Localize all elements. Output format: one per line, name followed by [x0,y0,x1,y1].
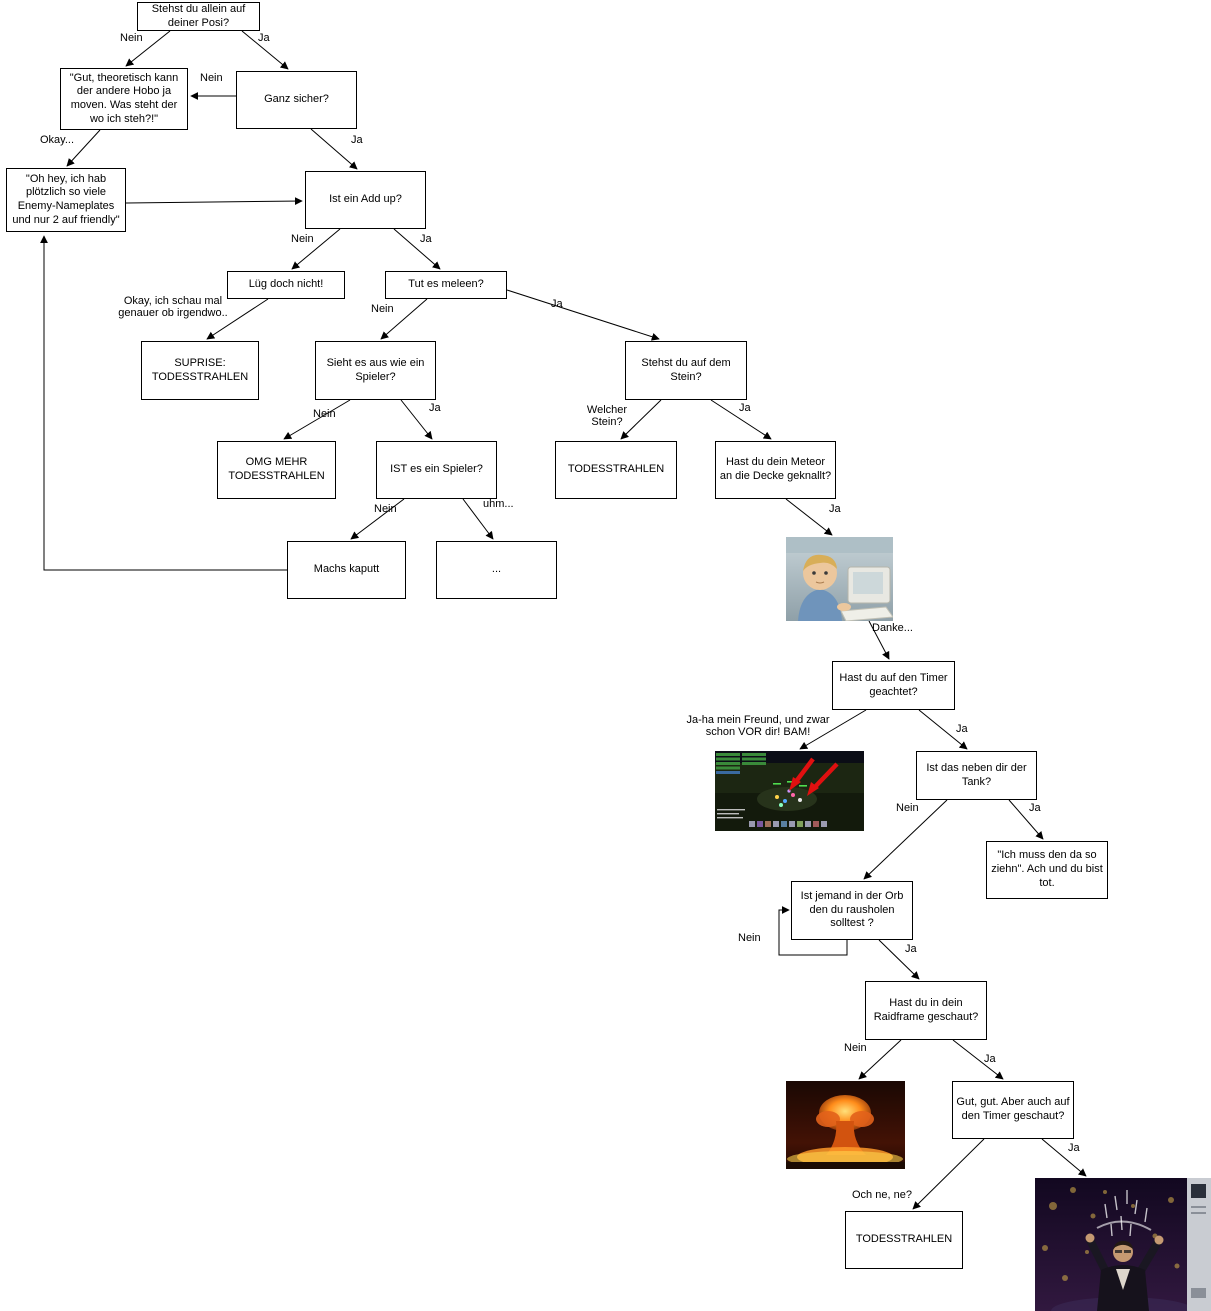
edge-label-ja: Ja [420,233,432,245]
node-todesstrahlen-stein: TODESSTRAHLEN [555,441,677,499]
edge-label-nein: Nein [313,408,336,420]
node-suprise-todesstrahlen: SUPRISE: TODESSTRAHLEN [141,341,259,400]
edge-label-ja: Ja [905,943,917,955]
node-timer-geachtet: Hast du auf den Timer geachtet? [832,661,955,710]
edge-label-ja: Ja [956,723,968,735]
edge-label-ja: Ja [829,503,841,515]
node-neben-dir-tank: Ist das neben dir der Tank? [916,751,1037,800]
node-stehst-auf-dem-stein: Stehst du auf dem Stein? [625,341,747,400]
edge-label-danke: Danke... [872,622,913,634]
kid-computer-meme-image [786,537,893,621]
edge-label-nein: Nein [738,932,761,944]
edge-label-nein: Nein [371,303,394,315]
node-ganz-sicher: Ganz sicher? [236,71,357,129]
edge-label-ja: Ja [1068,1142,1080,1154]
node-jemand-in-orb: Ist jemand in der Orb den du rausholen s… [791,881,913,940]
node-enemy-nameplates: "Oh hey, ich hab plötzlich so viele Enem… [6,168,126,232]
edge-label-nein: Nein [844,1042,867,1054]
node-raidframe-geschaut: Hast du in dein Raidframe geschaut? [865,981,987,1040]
edge-label-ja: Ja [351,134,363,146]
edge-label-nein: Nein [896,802,919,814]
edge-label-ja: Ja [258,32,270,44]
edge-label-nein: Nein [374,503,397,515]
node-omg-mehr-todesstrahlen: OMG MEHR TODESSTRAHLEN [217,441,336,499]
edge-label-nein: Nein [291,233,314,245]
edge-label-ja: Ja [429,402,441,414]
node-ist-ein-add-up: Ist ein Add up? [305,171,426,229]
node-meteor-decke: Hast du dein Meteor an die Decke geknall… [715,441,836,499]
node-machs-kaputt: Machs kaputt [287,541,406,599]
node-ist-es-ein-spieler: IST es ein Spieler? [376,441,497,499]
node-lueg-doch-nicht: Lüg doch nicht! [227,271,345,299]
celebration-guy-image [1035,1178,1211,1311]
node-tut-es-meleen: Tut es meleen? [385,271,507,299]
node-todesstrahlen-final: TODESSTRAHLEN [845,1211,963,1269]
edge-label-nein: Nein [120,32,143,44]
edge-label-schau-genauer: Okay, ich schau mal genauer ob irgendwo.… [118,295,228,319]
edge-label-nein: Nein [200,72,223,84]
nuke-explosion-image [786,1081,905,1169]
edge-label-okay: Okay... [40,134,75,146]
edge-label-ja-ha-bam: Ja-ha mein Freund, und zwar schon VOR di… [686,714,830,738]
node-sieht-aus-wie-spieler: Sieht es aus wie ein Spieler? [315,341,436,400]
edge-label-uhm: uhm... [483,498,514,510]
wow-raid-screenshot-image [715,751,864,831]
node-hobo-moven: "Gut, theoretisch kann der andere Hobo j… [60,68,188,130]
edge-label-ja: Ja [551,298,563,310]
edge-label-ja: Ja [1029,802,1041,814]
node-ellipsis: ... [436,541,557,599]
edge-label-och-ne: Och ne, ne? [852,1189,912,1201]
edge-label-welcher-stein: Welcher Stein? [586,404,628,428]
node-stehst-du-allein: Stehst du allein auf deiner Posi? [137,2,260,31]
edge-label-ja: Ja [984,1053,996,1065]
edge-label-ja: Ja [739,402,751,414]
node-muss-den-ziehn: "Ich muss den da so ziehn". Ach und du b… [986,841,1108,899]
node-gut-gut-timer: Gut, gut. Aber auch auf den Timer gescha… [952,1081,1074,1139]
